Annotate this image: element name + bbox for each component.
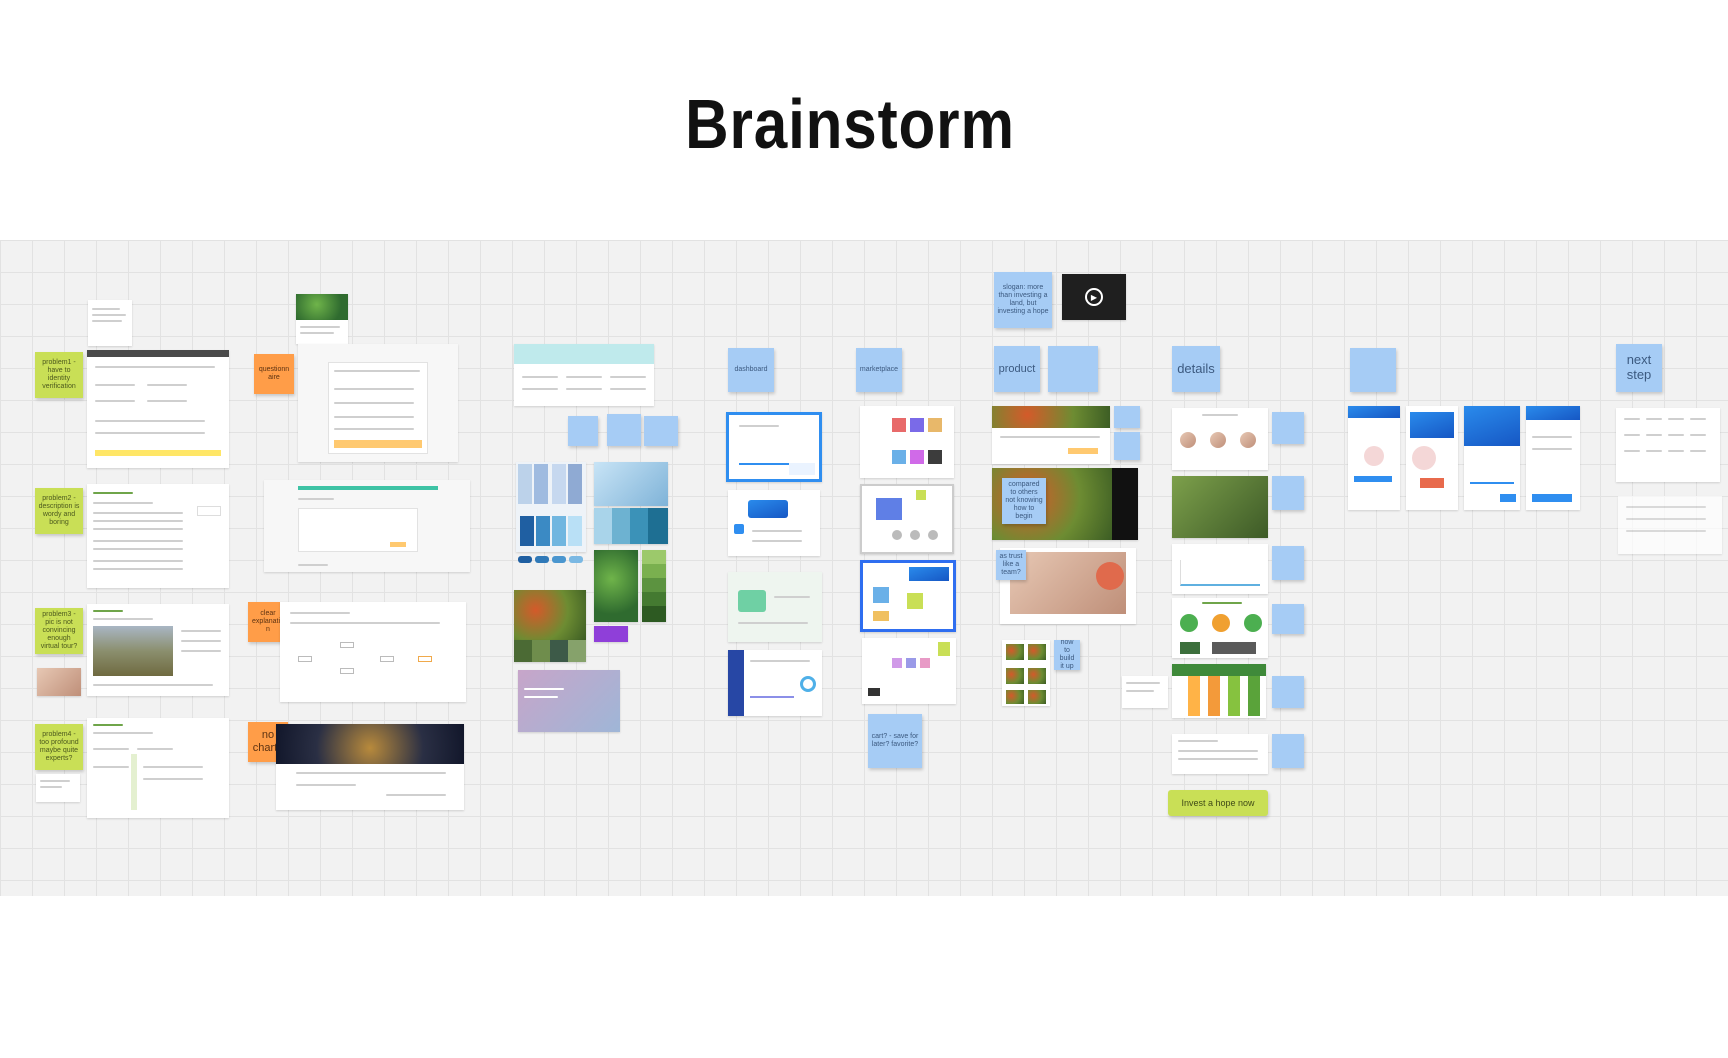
screenshot-document[interactable]: [88, 300, 132, 346]
screenshot-dashboard-green[interactable]: [728, 572, 822, 642]
sticky-questionnaire[interactable]: questionnaire: [254, 354, 294, 394]
screenshot-marketplace-detail[interactable]: [860, 484, 954, 554]
screenshot-dashboard-chart[interactable]: [726, 412, 822, 482]
sticky-next-step[interactable]: next step: [1616, 344, 1662, 392]
moodboard-gradient-card[interactable]: [518, 670, 620, 732]
sticky-marketplace[interactable]: marketplace: [856, 348, 902, 392]
screenshot-hero-caption[interactable]: [296, 320, 348, 344]
screenshot-wireframe[interactable]: [1616, 408, 1720, 482]
screenshot-mobile-3[interactable]: [1464, 406, 1520, 510]
screenshot-description-page[interactable]: [87, 484, 229, 588]
sticky-product[interactable]: product: [994, 346, 1040, 392]
sticky-compare[interactable]: compared to others not knowing how to be…: [1002, 478, 1046, 524]
color-chip-purple[interactable]: [594, 626, 628, 642]
screenshot-details-team[interactable]: [1172, 408, 1268, 470]
screenshot-details-comments[interactable]: [1172, 734, 1268, 774]
screenshot-questionnaire[interactable]: [298, 344, 458, 462]
sticky-note[interactable]: [607, 414, 641, 446]
screenshot-thumb[interactable]: [37, 668, 81, 696]
moodboard-succulent[interactable]: [594, 550, 638, 622]
sticky-note[interactable]: [1272, 476, 1304, 510]
screenshot-hero-image[interactable]: [296, 294, 348, 320]
screenshot-farm-listing[interactable]: [87, 604, 229, 696]
sticky-how-to-build[interactable]: how to build it up: [1054, 640, 1080, 670]
screenshot-marketplace-list[interactable]: [862, 638, 956, 704]
screenshot-mobile-2[interactable]: [1406, 406, 1458, 510]
screenshot-wireframe-faded[interactable]: [1618, 496, 1722, 554]
sticky-note[interactable]: [1272, 546, 1304, 580]
moodboard-sky[interactable]: [594, 462, 668, 506]
screenshot-dashboard-wallet[interactable]: [728, 490, 820, 556]
brainstorm-canvas[interactable]: problem1 - have to identity verification…: [0, 240, 1728, 896]
sticky-problem4[interactable]: problem4 - too profound maybe quite expe…: [35, 724, 83, 770]
invest-button[interactable]: Invest a hope now: [1168, 790, 1268, 816]
screenshot-dashboard-analytics[interactable]: [728, 650, 822, 716]
sticky-note[interactable]: [1048, 346, 1098, 392]
screenshot-details-investment[interactable]: [1172, 598, 1268, 658]
screenshot-steps-table[interactable]: [514, 344, 654, 406]
moodboard-garden[interactable]: [514, 590, 586, 640]
screenshot-video-person[interactable]: [1000, 548, 1136, 624]
video-thumbnail[interactable]: ▶: [1062, 274, 1126, 320]
sticky-cart[interactable]: cart? - save for later? favorite?: [868, 714, 922, 768]
screenshot-verification-form[interactable]: [87, 350, 229, 468]
palette-green[interactable]: [642, 550, 666, 622]
sticky-note[interactable]: [1272, 604, 1304, 634]
board-title: Brainstorm: [685, 85, 1015, 163]
sticky-details[interactable]: details: [1172, 346, 1220, 392]
palette-garden[interactable]: [514, 640, 586, 662]
screenshot-map-page[interactable]: [276, 724, 464, 810]
sticky-slogan[interactable]: slogan: more than investing a land, but …: [994, 272, 1052, 328]
screenshot-details-table[interactable]: [1172, 664, 1266, 718]
screenshot-product-gallery[interactable]: [1002, 640, 1050, 706]
screenshot-product-page[interactable]: [992, 406, 1110, 464]
sticky-problem1[interactable]: problem1 - have to identity verification: [35, 352, 83, 398]
screenshot-small-note[interactable]: [1122, 676, 1168, 708]
button-swatches[interactable]: [518, 556, 584, 564]
sticky-note[interactable]: [1272, 412, 1304, 444]
sticky-note[interactable]: [1272, 676, 1304, 708]
sticky-note[interactable]: [568, 416, 598, 446]
sticky-problem2[interactable]: problem2 - description is wordy and bori…: [35, 488, 83, 534]
screenshot-farm-details[interactable]: [87, 718, 229, 818]
screenshot-flow-explanation[interactable]: [280, 602, 466, 702]
screenshot-mobile-4[interactable]: [1526, 406, 1580, 510]
palette-teal[interactable]: [594, 508, 668, 544]
sticky-note[interactable]: [644, 416, 678, 446]
screenshot-verification-result[interactable]: [264, 480, 470, 572]
screenshot-thumb[interactable]: [36, 774, 80, 802]
screenshot-details-farmer[interactable]: [1172, 476, 1268, 538]
screenshot-marketplace-cards[interactable]: [860, 560, 956, 632]
sticky-as-trust[interactable]: as trust like a team?: [996, 550, 1026, 580]
sticky-note[interactable]: [1350, 348, 1396, 392]
screenshot-marketplace-grid[interactable]: [860, 406, 954, 478]
sticky-dashboard[interactable]: dashboard: [728, 348, 774, 392]
screenshot-mobile-1[interactable]: [1348, 406, 1400, 510]
sticky-note[interactable]: [1114, 406, 1140, 428]
screenshot-details-chart[interactable]: [1172, 544, 1268, 594]
sticky-problem3[interactable]: problem3 - pic is not convincing enough …: [35, 608, 83, 654]
palette-blue-light[interactable]: [516, 462, 586, 552]
play-icon[interactable]: ▶: [1085, 288, 1103, 306]
sticky-note[interactable]: [1114, 432, 1140, 460]
sticky-note[interactable]: [1272, 734, 1304, 768]
